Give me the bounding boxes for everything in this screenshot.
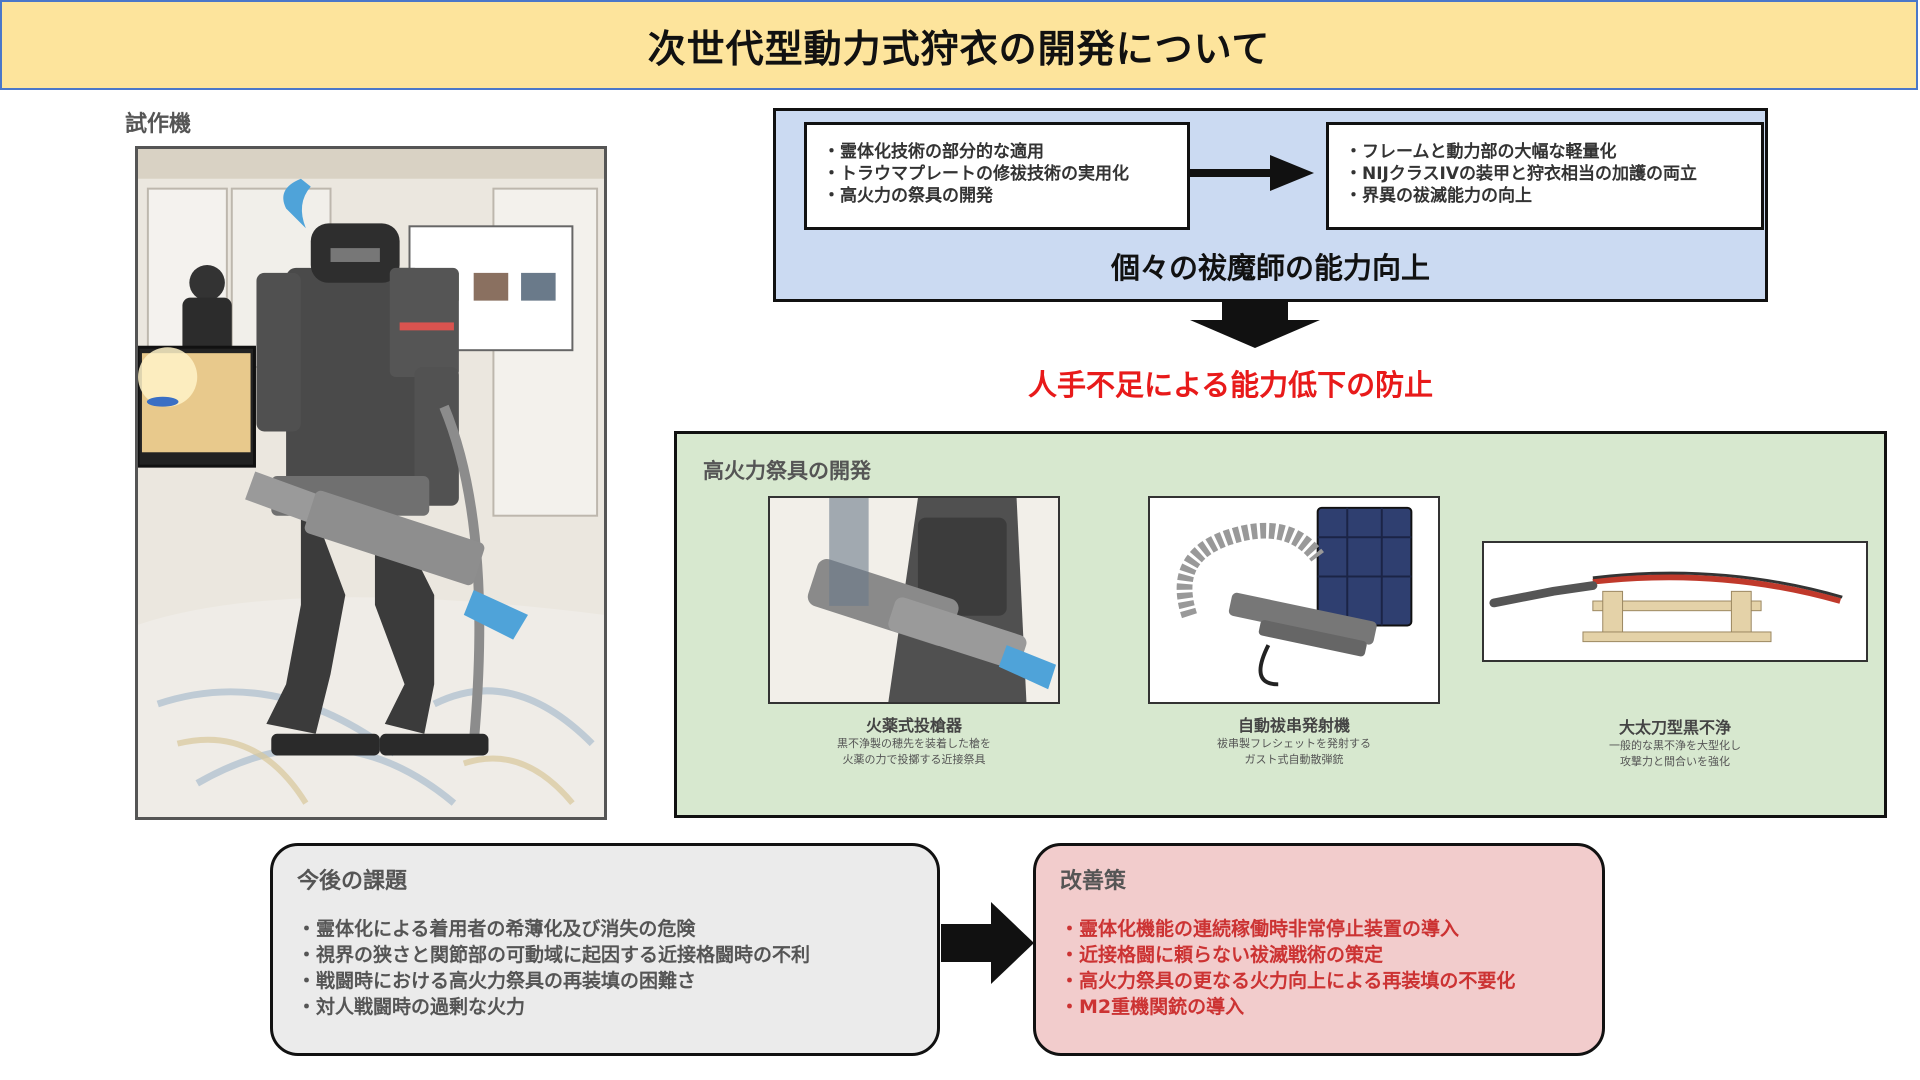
plan-panel: ・霊体化技術の部分的な適用 ・トラウマプレートの修祓技術の実用化 ・高火力の祭具… [773,108,1768,302]
improvement-item: ・高火力祭具の更なる火力向上による再装填の不要化 [1060,970,1516,992]
current-tech-box: ・霊体化技術の部分的な適用 ・トラウマプレートの修祓技術の実用化 ・高火力の祭具… [804,122,1190,230]
issues-panel: 今後の課題 ・霊体化による着用者の希薄化及び消失の危険 ・視界の狭さと関節部の可… [270,843,940,1056]
prototype-label: 試作機 [125,112,192,137]
current-tech-item: ・高火力の祭具の開発 [823,186,993,206]
item-description: 祓串製フレシェットを発射するガスト式自動散弾銃 [1217,737,1371,766]
plan-subtitle: 個々の祓魔師の能力向上 [1110,251,1430,285]
odachi-sword-image [1482,541,1868,662]
item-name: 火薬式投槍器 [865,716,962,735]
arrow-right-icon [941,902,1034,984]
arrow-right-icon [1190,155,1314,191]
item-description: 黒不浄製の穂先を装着した槍を火薬の力で投擲する近接祭具 [837,737,991,766]
issue-item: ・対人戦闘時の過剰な火力 [297,996,526,1018]
improvements-list: ・霊体化機能の連続稼働時非常停止装置の導入 ・近接格闘に頼らない祓滅戦術の策定 … [1060,916,1515,1020]
item-name: 自動祓串発射機 [1237,716,1350,735]
item-description: 一般的な黒不浄を大型化し攻撃力と間合いを強化 [1609,739,1741,768]
improvement-item: ・M2重機関銃の導入 [1060,996,1245,1018]
issues-title: 今後の課題 [297,869,408,894]
target-goal-item: ・界異の祓滅能力の向上 [1345,186,1532,206]
prototype-illustration [135,146,607,820]
firepower-panel: 高火力祭具の開発 火薬式投槍器 黒不浄製の穂先を装着した槍を火薬の力で投擲する近… [674,431,1887,818]
arrow-down-icon [1190,300,1320,348]
improvement-item: ・霊体化機能の連続稼働時非常停止装置の導入 [1060,918,1460,940]
issues-list: ・霊体化による着用者の希薄化及び消失の危険 ・視界の狭さと関節部の可動域に起因す… [297,916,810,1020]
target-goal-item: ・NIJクラスIVの装甲と狩衣相当の加護の両立 [1345,164,1698,184]
issue-item: ・戦闘時における高火力祭具の再装填の困難さ [297,970,697,992]
title-bar: 次世代型動力式狩衣の開発について [0,0,1918,90]
target-goal-item: ・フレームと動力部の大幅な軽量化 [1345,142,1617,162]
current-tech-item: ・霊体化技術の部分的な適用 [823,142,1044,162]
current-tech-item: ・トラウマプレートの修祓技術の実用化 [823,164,1129,184]
firepower-title: 高火力祭具の開発 [703,459,871,483]
auto-launcher-image [1148,496,1440,704]
improvements-panel: 改善策 ・霊体化機能の連続稼働時非常停止装置の導入 ・近接格闘に頼らない祓滅戦術… [1033,843,1605,1056]
target-goal-box: ・フレームと動力部の大幅な軽量化 ・NIJクラスIVの装甲と狩衣相当の加護の両立… [1326,122,1764,230]
page-title: 次世代型動力式狩衣の開発について [647,26,1271,71]
item-name: 大太刀型黒不浄 [1618,718,1731,737]
spear-launcher-image [768,496,1060,704]
issue-item: ・霊体化による着用者の希薄化及び消失の危険 [297,918,696,940]
improvements-title: 改善策 [1060,869,1127,894]
result-statement: 人手不足による能力低下の防止 [1028,368,1434,402]
issue-item: ・視界の狭さと関節部の可動域に起因する近接格闘時の不利 [297,944,811,966]
improvement-item: ・近接格闘に頼らない祓滅戦術の策定 [1060,944,1384,966]
